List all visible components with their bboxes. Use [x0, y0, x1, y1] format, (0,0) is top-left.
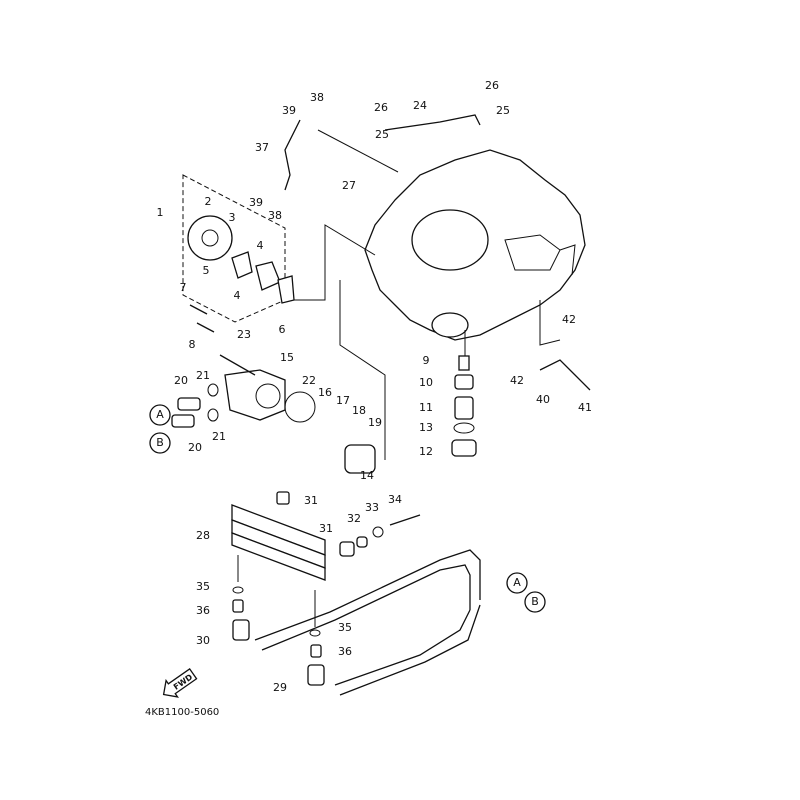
callout: 15	[280, 351, 294, 364]
callout: 29	[273, 681, 287, 694]
callout: 38	[310, 91, 324, 104]
callout: 25	[375, 128, 389, 141]
forward-direction-arrow: FWD	[162, 668, 198, 698]
callout: 12	[419, 445, 433, 458]
relief-valve-stack	[451, 355, 477, 457]
callout: 4	[257, 239, 264, 252]
callout: 2	[205, 195, 212, 208]
callout: 8	[189, 338, 196, 351]
callout: 1	[157, 206, 164, 219]
callout-labels: 39 38 37 39 38 26 24 26 25 25 27 1 2 3 4…	[157, 79, 593, 694]
connector-a: A	[156, 408, 164, 421]
diagram-code: 4KB1100-5060	[145, 707, 219, 718]
callout: 42	[510, 374, 524, 387]
oil-pump-assembly-box	[182, 174, 286, 323]
oil-filter-housing	[171, 354, 376, 474]
union-fitting-30	[232, 619, 250, 641]
oil-pipe-24	[384, 114, 481, 131]
callout: 11	[419, 401, 433, 414]
connector-a: A	[513, 576, 521, 589]
callout: 23	[237, 328, 251, 341]
oil-pump-gear	[187, 215, 233, 261]
oil-hose-upper-2	[261, 564, 471, 651]
callout: 20	[188, 441, 202, 454]
callout: 26	[374, 101, 388, 114]
callout: 35	[338, 621, 352, 634]
callout: 32	[347, 512, 361, 525]
oil-hose-upper	[254, 549, 481, 641]
callout: 18	[352, 404, 366, 417]
callout: 35	[196, 580, 210, 593]
callout: 33	[365, 501, 379, 514]
connector-b: B	[531, 595, 539, 608]
callout: 26	[485, 79, 499, 92]
callout: 17	[336, 394, 350, 407]
callout: 34	[388, 493, 402, 506]
callout: 9	[423, 354, 430, 367]
callout: 20	[174, 374, 188, 387]
connector-b: B	[156, 436, 164, 449]
callout: 14	[360, 469, 374, 482]
callout: 19	[368, 416, 382, 429]
crankcase	[364, 149, 586, 341]
callout: 4	[234, 289, 241, 302]
callout: 27	[342, 179, 356, 192]
callout: 6	[279, 323, 286, 336]
connector-markers: A B A B	[149, 404, 546, 613]
callout: 21	[212, 430, 226, 443]
callout: 22	[302, 374, 316, 387]
oil-filter-element	[344, 444, 376, 474]
callout: 5	[203, 264, 210, 277]
callout: 3	[229, 211, 236, 224]
callout: 30	[196, 634, 210, 647]
callout: 13	[419, 421, 433, 434]
callout: 39	[249, 196, 263, 209]
callout: 7	[180, 281, 187, 294]
callout: 16	[318, 386, 332, 399]
callout: 31	[304, 494, 318, 507]
callout: 24	[413, 99, 427, 112]
callout: 21	[196, 369, 210, 382]
callout: 10	[419, 376, 433, 389]
bracket-40	[539, 359, 591, 391]
callout: 42	[562, 313, 576, 326]
callout: 38	[268, 209, 282, 222]
callout: 36	[196, 604, 210, 617]
oil-delivery-pipe	[284, 119, 301, 191]
oil-cooler	[231, 491, 421, 581]
callout: 39	[282, 104, 296, 117]
callout: 25	[496, 104, 510, 117]
callout: 37	[255, 141, 269, 154]
callout: 36	[338, 645, 352, 658]
callout: 40	[536, 393, 550, 406]
union-fitting-29	[307, 664, 325, 686]
callout: 28	[196, 529, 210, 542]
callout: 41	[578, 401, 592, 414]
callout: 31	[319, 522, 333, 535]
